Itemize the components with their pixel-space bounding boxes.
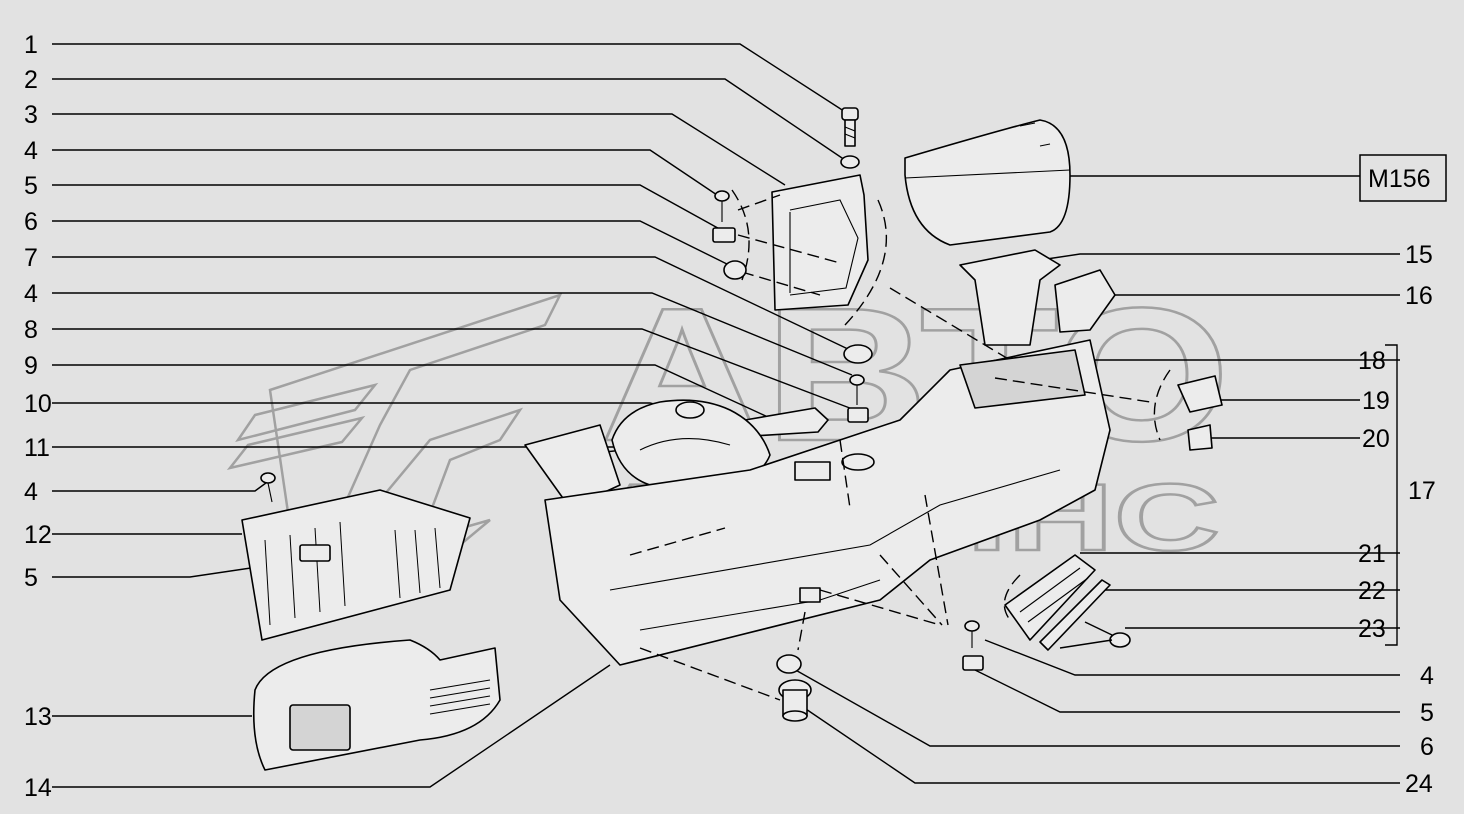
screw-part [841,107,859,147]
side-bracket-part [1054,269,1116,333]
screw-part [260,472,276,503]
clip-part [962,655,984,671]
nut-part [1109,632,1131,648]
plug-part [843,344,873,364]
group-callout-label: 17 [1408,477,1436,505]
callout-label: 5 [24,564,38,592]
screw-part [849,374,865,405]
rail-part [1004,554,1096,641]
callout-label: 4 [24,478,38,506]
callout-label: 4 [24,280,38,308]
assembly-path-arc [844,199,888,326]
bracket-part [771,174,869,311]
callout-label: 13 [24,703,52,731]
nut-part [776,654,802,674]
lower-trim-panel [252,639,501,771]
washer-part [840,155,860,169]
side-trim-panel [241,489,471,641]
callout-label: 22 [1358,577,1386,605]
screw-part [964,620,980,648]
armrest-lid-part [904,119,1071,246]
right-callout-labels: 15 16 18 19 20 21 22 23 4 5 6 24 17 [1358,241,1436,798]
callout-label: 4 [24,137,38,165]
nut-part [723,260,747,280]
callout-label: 1 [24,31,38,59]
shift-boot-part [611,399,771,488]
exploded-parts [241,107,1223,771]
callout-label: 9 [24,352,38,380]
callout-label: 8 [24,316,38,344]
callout-label: 12 [24,521,52,549]
callout-label: 11 [24,434,50,462]
mount-part [959,249,1061,346]
callout-label: 6 [24,208,38,236]
callout-label: 18 [1358,347,1386,375]
clip-part [712,227,736,243]
cap-part [1187,424,1213,451]
callout-label: 3 [24,101,38,129]
callout-label: 6 [1420,733,1434,761]
callout-label: 7 [24,244,38,272]
callout-label: 2 [24,66,38,94]
callout-label: 14 [24,774,52,802]
callout-label: 20 [1362,425,1390,453]
callout-label: 21 [1358,540,1386,568]
floor-console-part [544,339,1111,701]
callout-label: 5 [1420,699,1434,727]
mat-part [524,424,621,509]
bushing-part [778,679,812,722]
right-leader-lines [791,175,1400,784]
callout-label: 4 [1420,662,1434,690]
callout-label: 15 [1405,241,1433,269]
callout-label: 19 [1362,387,1390,415]
screw-part [714,190,730,222]
clip-part [847,407,869,423]
left-callout-labels: 1 2 3 4 5 6 7 4 8 9 10 11 4 12 5 13 14 [24,31,52,802]
callout-label: 10 [24,390,52,418]
cup-holder-part [1177,375,1223,413]
model-code-label: M156 [1368,165,1431,193]
callout-label: 5 [24,172,38,200]
model-code-box: M156 [1359,154,1447,202]
rail-bracket-part [1039,579,1111,651]
callout-label: 16 [1405,282,1433,310]
assembly-path-arc [731,189,750,281]
callout-label: 24 [1405,770,1433,798]
callout-label: 23 [1358,615,1386,643]
